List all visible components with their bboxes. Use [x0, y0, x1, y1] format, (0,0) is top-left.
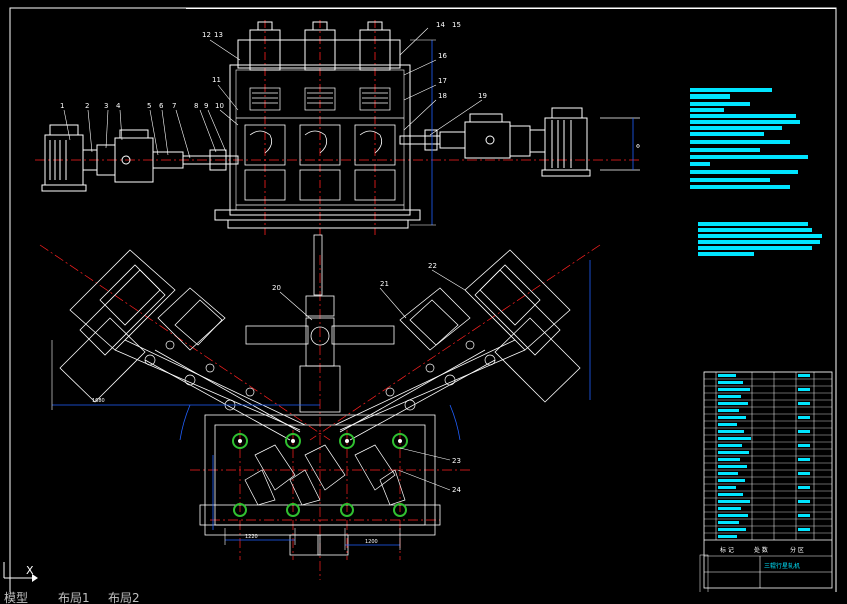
layout-tabbar: 模型 布局1 布局2	[0, 591, 847, 604]
ucs-icon: X	[2, 560, 38, 586]
part-number: 14	[436, 21, 445, 29]
title-row-label: 标 记	[720, 546, 734, 554]
part-number: 9	[204, 102, 208, 110]
title-row-label: 分 区	[790, 546, 804, 554]
part-number: 10	[215, 102, 224, 110]
part-number: 19	[478, 92, 487, 100]
part-number: 2	[85, 102, 89, 110]
part-number: 12	[202, 31, 211, 39]
tab-layout1[interactable]: 布局1	[58, 591, 90, 604]
leaders-front	[279, 269, 466, 491]
part-number: 13	[214, 31, 223, 39]
tab-model[interactable]: 模型	[4, 591, 29, 604]
dimension-text: Φ	[636, 144, 640, 150]
part-numbers: 1 2 3 4 5 6 7 8 9 10 11 12 13 14 15 16 1…	[60, 21, 487, 110]
part-number: 23	[452, 457, 461, 465]
part-number: 3	[104, 102, 108, 110]
dimension-text: 1220	[245, 534, 258, 540]
part-number: 7	[172, 102, 176, 110]
leaders-top	[63, 27, 483, 159]
front-view: 1680 1220 1200 Φ	[39, 144, 640, 580]
dimension-text: 1680	[92, 398, 105, 404]
part-number: 21	[380, 280, 389, 288]
top-border	[186, 8, 836, 9]
title-row-label: 处 数	[754, 546, 768, 554]
part-number: 5	[147, 102, 151, 110]
part-number: 24	[452, 486, 461, 494]
part-number: 8	[194, 102, 198, 110]
part-number: 1	[60, 102, 64, 110]
part-number: 22	[428, 262, 437, 270]
top-view	[35, 20, 640, 235]
part-number: 6	[159, 102, 164, 110]
dimension-text: 1200	[365, 539, 378, 545]
title-block: 标 记 处 数 分 区 三辊行星轧机	[703, 371, 833, 589]
ucs-x-label: X	[26, 564, 34, 577]
part-number: 4	[116, 102, 121, 110]
part-numbers-front: 20 21 22 23 24	[272, 262, 461, 494]
part-number: 18	[438, 92, 447, 100]
part-number: 17	[438, 77, 447, 85]
part-number: 20	[272, 284, 281, 292]
part-number: 11	[212, 76, 221, 84]
part-number: 15	[452, 21, 461, 29]
drawing-title: 三辊行星轧机	[764, 562, 800, 570]
tab-layout2[interactable]: 布局2	[108, 591, 140, 604]
technical-notes	[690, 88, 822, 256]
part-number: 16	[438, 52, 447, 60]
